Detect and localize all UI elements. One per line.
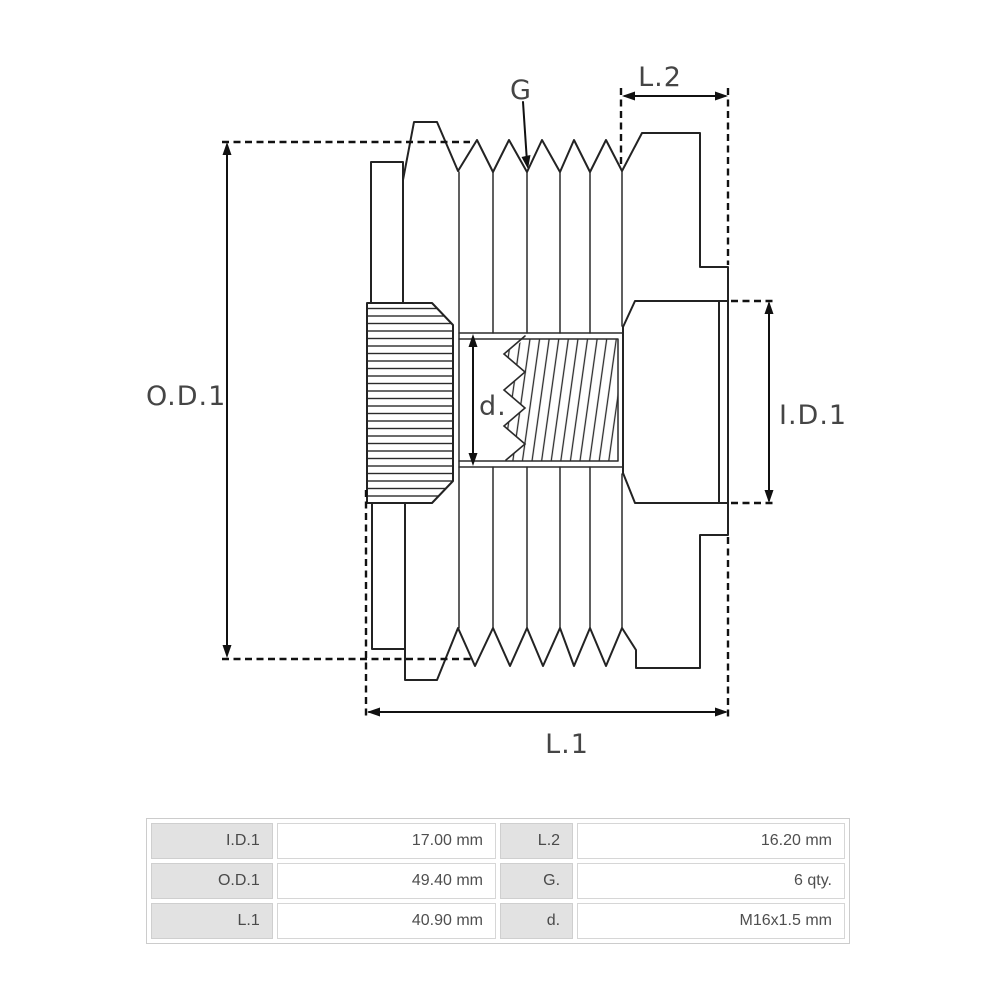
spec-value-cell: 6 qty.	[577, 863, 845, 899]
spec-value-cell: M16x1.5 mm	[577, 903, 845, 939]
dim-label-od1: O.D.1	[146, 381, 226, 412]
spec-label-cell: L.1	[151, 903, 273, 939]
spec-value-cell: 16.20 mm	[577, 823, 845, 859]
arrowhead	[222, 645, 232, 658]
arrowhead	[715, 91, 728, 101]
knurled-hub-section	[366, 302, 454, 504]
spec-table: I.D.1 17.00 mm L.2 16.20 mm O.D.1 49.40 …	[146, 818, 850, 944]
inner-race-block	[622, 300, 729, 504]
pulley-outline	[370, 121, 729, 681]
arrowhead	[764, 490, 774, 503]
arrowhead	[468, 334, 478, 347]
dim-label-l1: L.1	[545, 729, 589, 760]
arrowhead	[715, 707, 728, 717]
spec-value-cell: 40.90 mm	[276, 903, 496, 939]
pulley-technical-drawing: G L.2 O.D.1 d. I.D.1 L.1	[146, 62, 847, 760]
dim-label-l2: L.2	[638, 62, 682, 93]
outer-profile	[402, 121, 729, 681]
spec-value-cell: 49.40 mm	[276, 863, 496, 899]
spec-row: I.D.1 17.00 mm L.2 16.20 mm	[151, 823, 845, 859]
arrowhead	[468, 453, 478, 466]
arrowhead	[764, 301, 774, 314]
extension-lines	[222, 88, 775, 719]
dim-label-g: G	[510, 75, 532, 106]
spec-label-cell: d.	[499, 903, 574, 939]
arrowhead	[367, 707, 380, 717]
g-leader-line	[522, 101, 528, 163]
spec-label-cell: G.	[499, 863, 574, 899]
front-flange-bottom	[371, 502, 406, 650]
dimension-labels: G L.2 O.D.1 d. I.D.1 L.1	[146, 62, 847, 760]
bore-and-groove-lines	[458, 170, 623, 629]
internal-thread-zigzag	[502, 335, 527, 461]
spec-label-cell: L.2	[499, 823, 574, 859]
dim-label-id1: I.D.1	[779, 400, 847, 431]
threaded-bore-hatch	[504, 339, 618, 461]
spec-value-cell: 17.00 mm	[276, 823, 496, 859]
spec-row: O.D.1 49.40 mm G. 6 qty.	[151, 863, 845, 899]
dim-label-d: d.	[479, 391, 507, 422]
arrowhead	[622, 91, 635, 101]
spec-label-cell: I.D.1	[151, 823, 273, 859]
dimension-lines	[222, 91, 774, 717]
arrowhead	[222, 142, 232, 155]
arrowhead	[521, 155, 531, 169]
spec-row: L.1 40.90 mm d. M16x1.5 mm	[151, 903, 845, 939]
front-flange-top	[370, 161, 404, 304]
spec-label-cell: O.D.1	[151, 863, 273, 899]
